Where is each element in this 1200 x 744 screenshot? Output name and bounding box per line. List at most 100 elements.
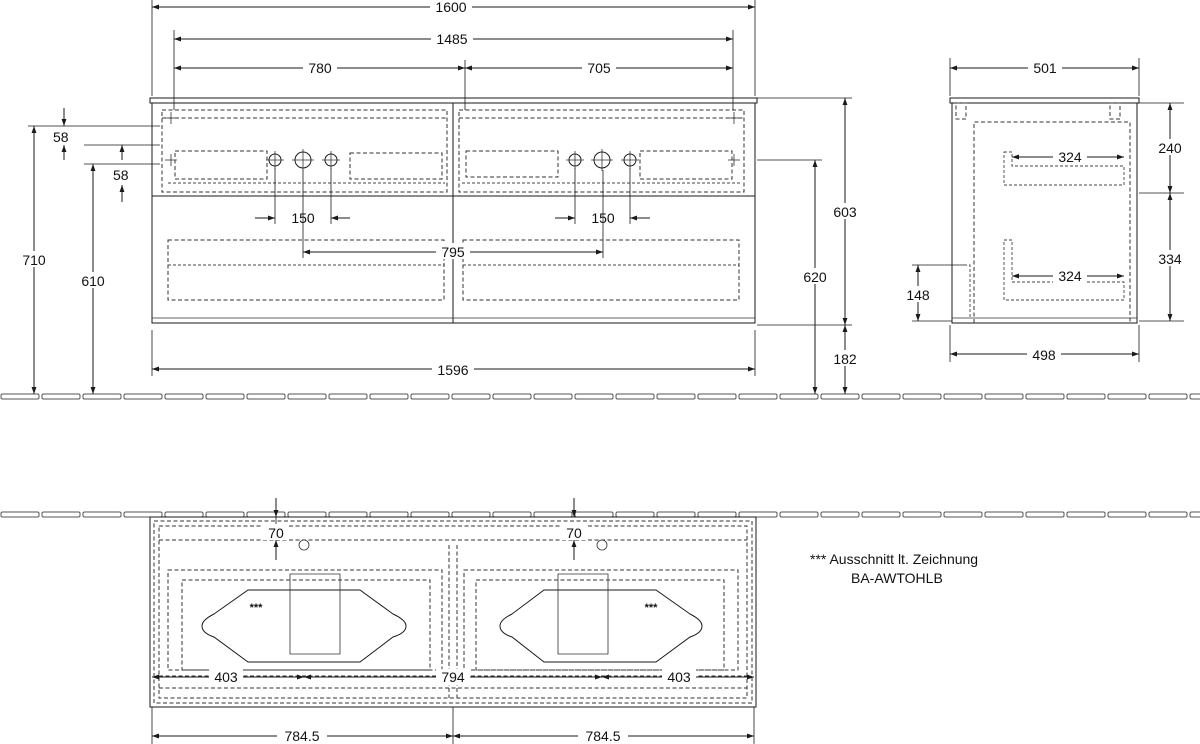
floor-tile (1066, 393, 1106, 400)
dim-bottom-depth: 498 (1032, 347, 1056, 363)
plan-view: *** *** 70 70 403 794 403 (149, 498, 757, 744)
dim-upper-inner-depth: 324 (1058, 149, 1082, 165)
floor-tile (287, 393, 327, 400)
floor-tile (451, 393, 491, 400)
front-view: 1600 1485 780 705 58 58 710 610 (18, 0, 861, 394)
basin-left-plan: *** (201, 539, 407, 663)
floor-tile (246, 511, 286, 518)
dim-total-width: 1600 (435, 0, 466, 15)
tap-holes-left (266, 149, 340, 171)
floor-tile (574, 511, 614, 518)
cutout-note-line-2: BA-AWTOHLB (851, 570, 943, 586)
cutout-note: *** Ausschnitt lt. Zeichnung BA-AWTOHLB (810, 551, 978, 586)
floor-tile (656, 393, 696, 400)
basin-right-hidden (458, 109, 745, 193)
side-countertop (949, 97, 1140, 104)
floor-tile (779, 511, 819, 518)
floor-tile (861, 393, 901, 400)
floor-tile (984, 511, 1024, 518)
dim-right-siphon-offset: 70 (566, 525, 582, 541)
dim-tap-height: 620 (803, 269, 827, 285)
floor-tile (492, 511, 532, 518)
floor-tile (410, 511, 450, 518)
floor-tile (246, 393, 286, 400)
dim-right-half: 784.5 (585, 728, 620, 744)
floor-tile (861, 511, 901, 518)
floor-tile (1148, 511, 1188, 518)
floor-tile (492, 393, 532, 400)
floor-tile (164, 511, 204, 518)
dim-right-height: 603 (833, 204, 857, 220)
dim-inner-width: 1485 (436, 31, 467, 47)
cutout-marker-left: *** (250, 602, 264, 614)
floor-tile (943, 393, 983, 400)
floor-tile (1025, 511, 1065, 518)
tap-holes-right (566, 149, 639, 171)
floor-tile (1107, 511, 1147, 518)
floor-tile (533, 393, 573, 400)
countertop (149, 97, 758, 104)
dim-left-center: 403 (214, 669, 238, 685)
cutout-note-line-1: *** Ausschnitt lt. Zeichnung (810, 551, 978, 567)
dim-left-half: 784.5 (284, 728, 319, 744)
dim-top-depth: 501 (1033, 60, 1057, 76)
floor-tile (205, 511, 245, 518)
floor-line-lower (0, 511, 1200, 518)
floor-tile (369, 393, 409, 400)
dim-right-section: 705 (587, 60, 611, 76)
floor-tile (615, 511, 655, 518)
floor-tile (697, 511, 737, 518)
floor-tile (902, 511, 942, 518)
dim-center-spacing: 794 (441, 669, 465, 685)
floor-tile (697, 393, 737, 400)
dim-body-height: 610 (81, 273, 105, 289)
floor-tile (902, 393, 942, 400)
dim-lower-inner-depth: 324 (1058, 268, 1082, 284)
floor-line-upper (0, 393, 1200, 400)
floor-tile (1189, 393, 1200, 400)
side-body (951, 102, 1138, 324)
dim-top-offset-1: 58 (53, 129, 69, 145)
floor-tile (574, 393, 614, 400)
floor-tile (0, 393, 40, 400)
dim-left-section: 780 (308, 60, 332, 76)
floor-tile (1066, 511, 1106, 518)
floor-tile (328, 511, 368, 518)
floor-tile (41, 511, 81, 518)
basin-left-hidden (161, 109, 448, 193)
cutout-marker-right: *** (645, 602, 659, 614)
floor-tile (82, 393, 122, 400)
floor-tile (82, 511, 122, 518)
floor-tile (738, 511, 778, 518)
dim-lower-drawer: 334 (1158, 251, 1182, 267)
floor-tile (615, 393, 655, 400)
floor-tile (738, 393, 778, 400)
floor-tile (369, 511, 409, 518)
floor-tile (1107, 393, 1147, 400)
floor-tile (0, 511, 40, 518)
dim-basin-spacing: 795 (441, 244, 465, 260)
floor-tile (287, 511, 327, 518)
floor-tile (656, 511, 696, 518)
floor-tile (943, 511, 983, 518)
dim-floor-gap: 182 (833, 351, 857, 367)
floor-tile (533, 511, 573, 518)
floor-tile (1189, 511, 1200, 518)
dim-siphon-height: 148 (906, 287, 930, 303)
floor-tile (779, 393, 819, 400)
dim-total-height: 710 (22, 252, 46, 268)
floor-tile (164, 393, 204, 400)
floor-tile (123, 511, 163, 518)
dim-top-offset-2: 58 (113, 167, 129, 183)
floor-tile (1025, 393, 1065, 400)
floor-tile (1148, 393, 1188, 400)
floor-tile (410, 393, 450, 400)
side-view: 501 324 324 240 334 148 498 (902, 58, 1188, 363)
basin-right-plan: *** (499, 539, 703, 663)
dim-bottom-width: 1596 (437, 362, 468, 378)
floor-tile (328, 393, 368, 400)
floor-tile (984, 393, 1024, 400)
dim-right-center: 403 (667, 669, 691, 685)
floor-tile (41, 393, 81, 400)
